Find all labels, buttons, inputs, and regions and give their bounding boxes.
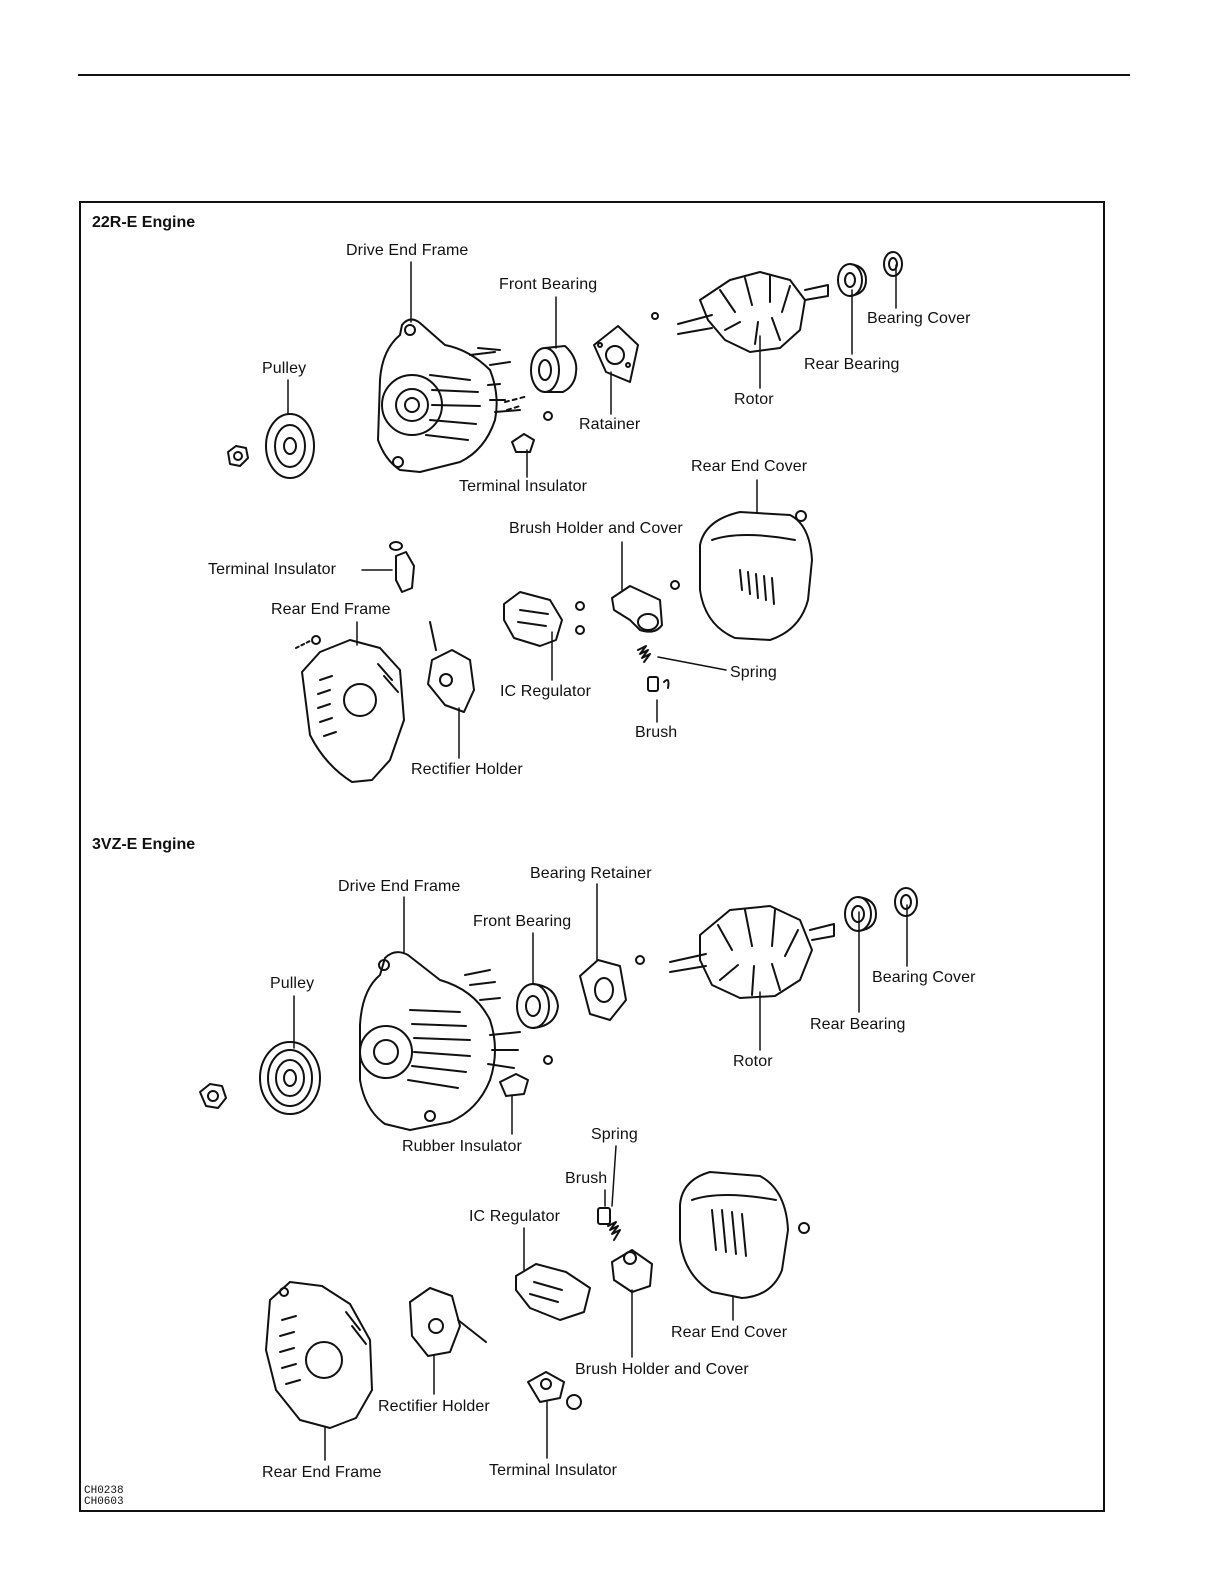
rear-end-cover-drawing: [699, 510, 813, 641]
rotor-3vze-drawing: [669, 905, 835, 999]
section-title-22re: 22R-E Engine: [92, 214, 196, 231]
label-brush-holder-and-cover-3vze: Brush Holder and Cover: [575, 1361, 749, 1378]
label-rubber-insulator: Rubber Insulator: [402, 1138, 522, 1155]
label-pulley-3vze: Pulley: [270, 975, 315, 992]
bearing-retainer-drawing: [579, 955, 645, 1021]
label-rear-end-cover-3vze: Rear End Cover: [671, 1324, 788, 1341]
label-bearing-cover-3vze: Bearing Cover: [872, 969, 976, 986]
label-spring: Spring: [730, 664, 777, 681]
front-bearing-3vze-drawing: [516, 983, 559, 1029]
spring-drawing: [637, 645, 651, 663]
label-bearing-cover: Bearing Cover: [867, 310, 971, 327]
label-front-bearing-3vze: Front Bearing: [473, 913, 572, 930]
front-bearing-drawing: [530, 345, 578, 393]
diagram-frame: [79, 201, 1105, 1512]
terminal-insulator-drawing: [504, 395, 553, 453]
label-drive-end-frame: Drive End Frame: [346, 242, 469, 259]
rear-end-cover-3vze-drawing: [679, 1171, 810, 1299]
label-rear-end-frame-3vze: Rear End Frame: [262, 1464, 382, 1481]
brush-holder-and-cover-3vze-drawing: [611, 1249, 653, 1293]
label-brush-3vze: Brush: [565, 1170, 608, 1187]
label-rotor: Rotor: [734, 391, 774, 408]
rectifier-holder-drawing: [427, 621, 475, 713]
terminal-insulator-3vze-drawing: [527, 1371, 582, 1410]
label-rear-end-frame: Rear End Frame: [271, 601, 391, 618]
rear-end-frame-drawing: [295, 635, 405, 783]
brush-holder-and-cover-drawing: [611, 580, 680, 633]
label-terminal-insulator-top: Terminal Insulator: [459, 478, 588, 495]
label-drive-end-frame-3vze: Drive End Frame: [338, 878, 461, 895]
label-retainer: Ratainer: [579, 416, 641, 433]
label-rectifier-holder: Rectifier Holder: [411, 761, 523, 778]
brush-drawing: [647, 676, 670, 692]
figure-code-2: CH0603: [84, 1496, 124, 1508]
label-terminal-insulator-left: Terminal Insulator: [208, 561, 337, 578]
label-rectifier-holder-3vze: Rectifier Holder: [378, 1398, 490, 1415]
terminal-insulator-left-drawing: [389, 541, 415, 593]
section-title-3vze: 3VZ-E Engine: [92, 836, 196, 853]
label-rear-bearing: Rear Bearing: [804, 356, 900, 373]
rotor-drawing: [651, 271, 829, 353]
label-rotor-3vze: Rotor: [733, 1053, 773, 1070]
rear-bearing-drawing: [837, 263, 867, 297]
top-rule: [78, 74, 1130, 76]
rear-end-frame-3vze-drawing: [265, 1281, 373, 1429]
bearing-cover-drawing: [883, 251, 903, 277]
ic-regulator-3vze-drawing: [515, 1263, 591, 1321]
rectifier-holder-3vze-drawing: [409, 1287, 487, 1357]
label-rear-bearing-3vze: Rear Bearing: [810, 1016, 906, 1033]
pulley-drawing: [227, 413, 315, 479]
label-ic-regulator-3vze: IC Regulator: [469, 1208, 561, 1225]
label-spring-3vze: Spring: [591, 1126, 638, 1143]
rear-bearing-3vze-drawing: [844, 896, 877, 932]
label-brush-holder-and-cover: Brush Holder and Cover: [509, 520, 683, 537]
brush-3vze-drawing: [597, 1207, 611, 1225]
label-rear-end-cover: Rear End Cover: [691, 458, 808, 475]
rubber-insulator-drawing: [499, 1055, 553, 1097]
leader-lines-22re: [287, 261, 897, 759]
label-brush: Brush: [635, 724, 678, 741]
spring-3vze-drawing: [607, 1221, 621, 1241]
bearing-cover-3vze-drawing: [894, 887, 918, 917]
label-pulley: Pulley: [262, 360, 307, 377]
ic-regulator-drawing: [503, 591, 585, 647]
retainer-drawing: [593, 325, 639, 383]
label-ic-regulator: IC Regulator: [500, 683, 592, 700]
label-front-bearing: Front Bearing: [499, 276, 598, 293]
leader-lines-3vze: [293, 883, 908, 1461]
pulley-3vze-drawing: [199, 1041, 321, 1115]
drive-end-frame-3vze-drawing: [359, 951, 521, 1131]
label-terminal-insulator-3vze: Terminal Insulator: [489, 1462, 618, 1479]
figure-code-1: CH0238: [84, 1485, 124, 1497]
drive-end-frame-drawing: [377, 318, 521, 473]
label-bearing-retainer: Bearing Retainer: [530, 865, 652, 882]
